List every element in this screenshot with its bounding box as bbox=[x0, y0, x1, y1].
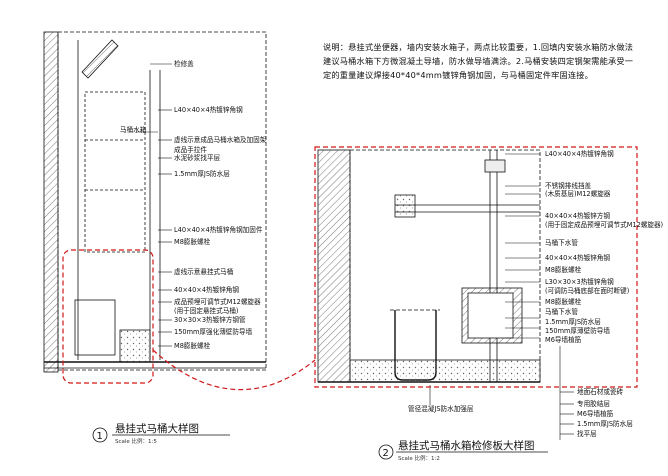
left-label: (用于固定悬挂式马桶) bbox=[174, 306, 239, 315]
right-label: 40×40×4热镀锌方钢 bbox=[545, 211, 610, 220]
right-label: 不锈钢排线挡盖 bbox=[545, 181, 592, 190]
left-label: M8膨胀螺栓 bbox=[174, 237, 211, 246]
left-tank bbox=[84, 91, 146, 253]
left-wall-hatch bbox=[43, 31, 59, 373]
right-label: M6导墙植筋 bbox=[545, 335, 582, 344]
access-cover bbox=[81, 39, 119, 79]
right-label: (用于固定成品预埋可调节式M12螺旋器) bbox=[545, 220, 663, 229]
right-label: 1.5mm厚JS防水层 bbox=[545, 317, 601, 326]
right-label: 150mm厚薄壁防导墙 bbox=[545, 326, 610, 335]
right-label: 40×40×4热镀锌角钢 bbox=[545, 253, 610, 262]
right-wall-hatch bbox=[317, 149, 351, 383]
right-label: M8膨胀螺栓 bbox=[545, 265, 582, 274]
design-note: 说明：悬挂式坐便器，墙内安装水箱子，两点比较重要，1.回填内安装水箱防水做法建议… bbox=[323, 42, 634, 80]
right-label: 马桶下水管 bbox=[545, 307, 578, 316]
right-title: 悬挂式马桶水箱检修板大样图 bbox=[398, 439, 535, 452]
highlight-connector bbox=[152, 349, 316, 391]
left-label: M8膨胀螺栓 bbox=[174, 341, 211, 350]
left-toilet bbox=[74, 299, 116, 356]
left-label: 成品预埋可调节式M12螺旋器 bbox=[174, 297, 261, 306]
left-label: 马桶水箱 bbox=[120, 125, 147, 134]
left-labels: 检修盖 L40×40×4热镀锌角钢 马桶水箱 虚线示意成品马桶水箱及加固架 成品… bbox=[120, 59, 267, 350]
right-highlight-box bbox=[314, 146, 638, 388]
right-bottom-label: 地面石材或瓷砖 bbox=[577, 387, 624, 396]
right-bottom-label: 专用胶结层 bbox=[577, 399, 610, 408]
right-bottom-label: 找平层 bbox=[577, 429, 597, 438]
right-label: (木质基层)M12螺旋器 bbox=[545, 189, 611, 198]
left-label: 虚线示意悬挂式马桶 bbox=[174, 267, 234, 276]
right-callout: 管径混凝JS防水加强层 bbox=[408, 404, 474, 413]
right-detail-drawing bbox=[317, 149, 574, 440]
right-bottom-label: 1.5mm厚JS防水层 bbox=[577, 419, 633, 428]
left-label: 40×40×4热镀锌角钢 bbox=[174, 285, 239, 294]
right-label: L40×40×4热镀锌角钢 bbox=[545, 149, 614, 158]
left-number-text: 1 bbox=[97, 431, 103, 442]
right-label: 马桶下水管 bbox=[545, 238, 578, 247]
left-label: 150mm厚强化薄壁防导墙 bbox=[174, 327, 253, 336]
left-label: 检修盖 bbox=[174, 59, 194, 68]
right-label: L30×30×3热镀锌角钢 bbox=[545, 277, 614, 286]
left-label: L40×40×4热镀锌角钢 bbox=[174, 105, 243, 114]
left-label: 虚线示意成品马桶水箱及加固架 bbox=[174, 135, 267, 144]
left-label: 30×30×3热镀锌方钢管 bbox=[174, 315, 246, 324]
left-label: 成品手拉件 bbox=[174, 145, 207, 154]
right-number: 2 bbox=[383, 448, 389, 459]
left-label: 水泥砂浆找平层 bbox=[174, 153, 221, 162]
left-detail-drawing bbox=[43, 31, 267, 373]
right-labels: L40×40×4热镀锌角钢 不锈钢排线挡盖 (木质基层)M12螺旋器 40×40… bbox=[408, 149, 663, 438]
left-frame bbox=[57, 31, 267, 371]
right-label: M8膨胀螺栓 bbox=[545, 297, 582, 306]
right-scale: Scale 比例：1:2 bbox=[398, 454, 440, 462]
left-label: L40×40×4热镀锌角钢加固件 bbox=[174, 225, 263, 234]
left-label: 1.5mm厚JS防水层 bbox=[174, 169, 230, 178]
left-title: 悬挂式马桶大样图 bbox=[115, 422, 199, 435]
left-scale: Scale 比例：1:5 bbox=[115, 437, 157, 445]
left-highlight-box bbox=[62, 249, 154, 384]
right-bottom-label: M6导墙植筋 bbox=[577, 409, 614, 418]
right-label: (可调防马桶底部在面时断键) bbox=[545, 286, 629, 295]
right-number-circle bbox=[378, 444, 394, 460]
left-number-circle bbox=[92, 427, 108, 443]
right-frame bbox=[349, 149, 541, 383]
